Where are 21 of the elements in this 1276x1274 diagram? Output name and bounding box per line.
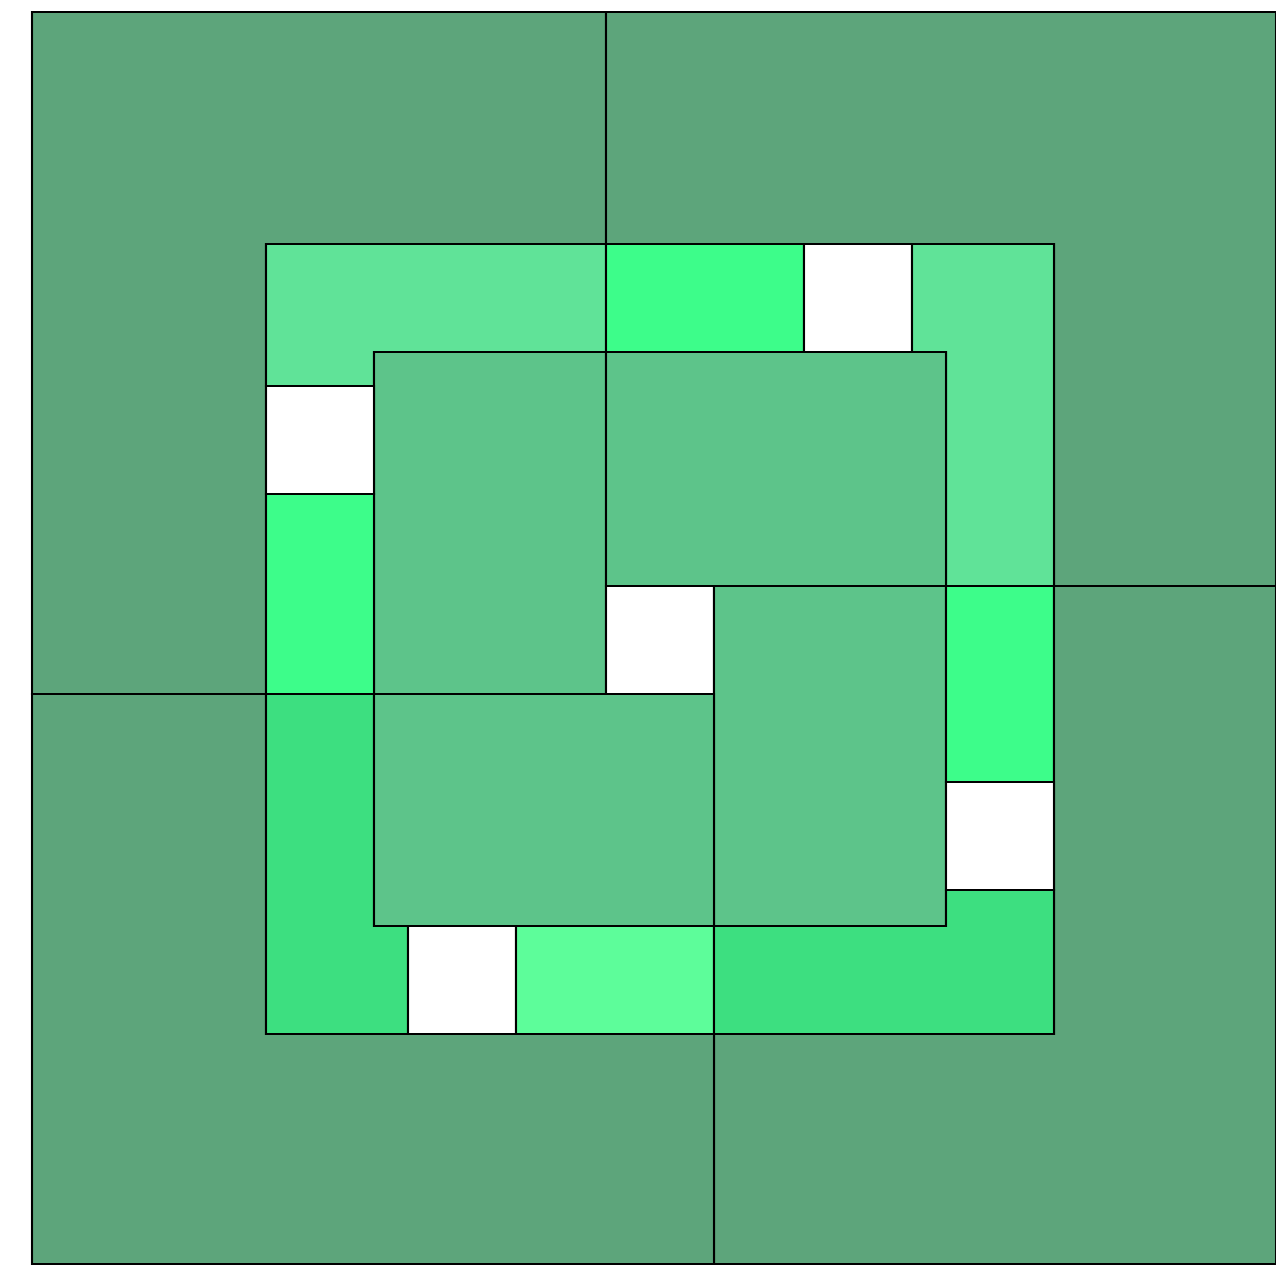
tile <box>30 692 716 1266</box>
tile <box>372 350 608 696</box>
tile <box>264 384 376 495</box>
tile <box>264 242 608 388</box>
tile <box>514 924 716 1036</box>
tile <box>264 692 410 1036</box>
tile <box>406 924 518 1036</box>
tile <box>30 10 608 696</box>
tile <box>712 584 948 928</box>
tile <box>604 584 716 696</box>
tile <box>910 242 1056 588</box>
tile <box>944 780 1056 892</box>
tile <box>712 584 1276 1266</box>
tile <box>372 692 716 928</box>
tile <box>604 242 806 354</box>
tile <box>802 242 914 354</box>
tile <box>604 350 948 588</box>
tile <box>604 10 1276 588</box>
tile <box>264 492 376 696</box>
tile <box>712 888 1056 1036</box>
tile <box>944 584 1056 784</box>
